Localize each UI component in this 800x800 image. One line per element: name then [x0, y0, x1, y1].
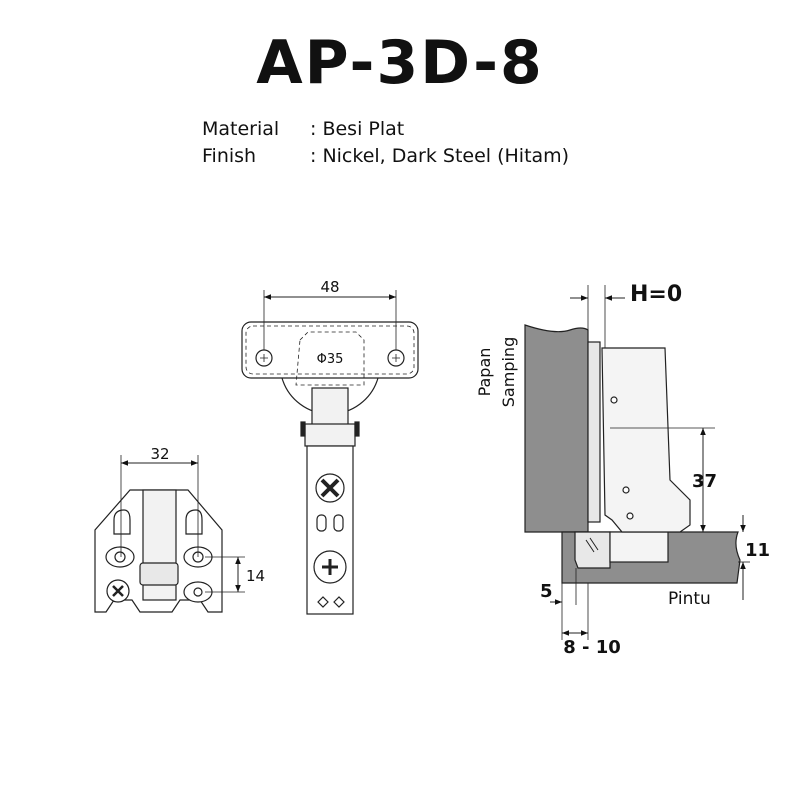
- product-title: AP-3D-8: [256, 28, 544, 98]
- dim-48-label: 48: [320, 278, 339, 296]
- side-panel-label-2: Samping: [499, 337, 518, 407]
- spec-material: Material : Besi Plat: [202, 118, 404, 140]
- dim-5-label: 5: [540, 581, 553, 602]
- side-panel-label-1: Papan: [475, 348, 494, 397]
- dim-14-label: 14: [246, 567, 265, 585]
- overlay-label: H=0: [630, 282, 682, 307]
- dim-32-label: 32: [150, 445, 169, 463]
- dim-37-label: 37: [692, 471, 717, 492]
- door-label: Pintu: [668, 589, 711, 609]
- dim-8-10-label: 8 - 10: [563, 637, 621, 658]
- mounting-plate-view: [94, 455, 245, 613]
- spec-value: : Nickel, Dark Steel (Hitam): [310, 145, 570, 167]
- side-view: [524, 285, 750, 640]
- spec-finish: Finish : Nickel, Dark Steel (Hitam): [202, 145, 569, 167]
- spec-label: Material: [202, 118, 280, 140]
- spec-label: Finish: [202, 145, 257, 167]
- hinge-arm-view: [241, 290, 419, 615]
- dim-11-label: 11: [745, 540, 770, 561]
- cup-diameter-label: Φ35: [317, 352, 344, 367]
- spec-value: : Besi Plat: [310, 118, 405, 140]
